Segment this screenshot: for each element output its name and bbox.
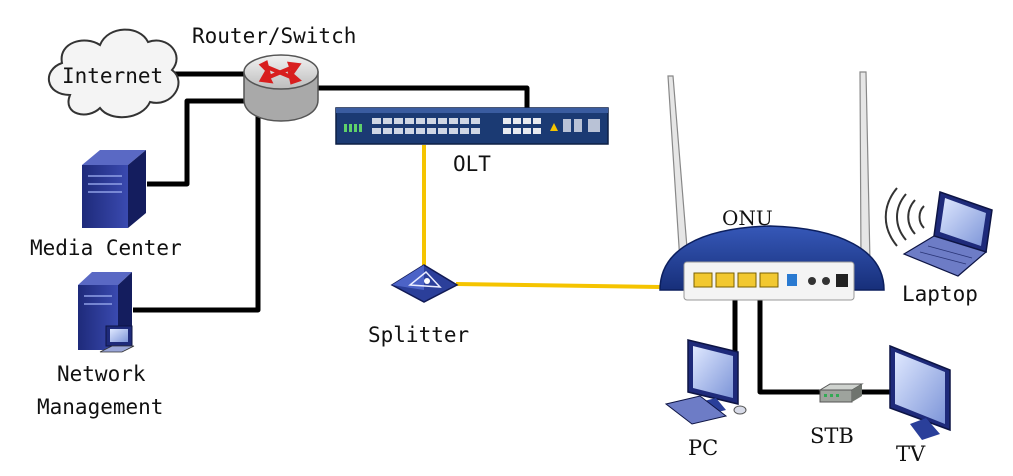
fiber-splitter-onu xyxy=(455,282,661,289)
pc-icon xyxy=(664,339,747,425)
cloud-icon xyxy=(47,28,180,119)
onu-label: ONU xyxy=(722,206,773,230)
cable-media-router xyxy=(147,98,250,187)
pc-label: PC xyxy=(688,436,719,460)
wifi-icon xyxy=(884,187,925,247)
media-center-label: Media Center xyxy=(30,236,182,260)
fiber-cables xyxy=(422,145,661,289)
onu-icon xyxy=(659,71,885,301)
workstation-icon xyxy=(78,272,135,353)
server-icon xyxy=(82,150,146,228)
internet-label: Internet xyxy=(62,64,164,88)
laptop-label: Laptop xyxy=(902,282,978,306)
splitter-label: Splitter xyxy=(368,323,470,347)
router-label: Router/Switch xyxy=(192,24,357,48)
cable-netmgmt-router xyxy=(133,114,261,313)
tv-icon xyxy=(889,344,951,440)
cable-router-olt xyxy=(305,85,530,112)
ethernet-cables xyxy=(133,71,892,395)
stb-label: STB xyxy=(810,424,854,448)
network-management-label-line2: Management xyxy=(37,395,164,419)
tv-label: TV xyxy=(896,442,926,466)
stb-icon xyxy=(818,383,864,403)
splitter-icon xyxy=(390,264,459,303)
network-management-label-line1: Network xyxy=(57,362,146,386)
router-icon xyxy=(243,54,319,122)
olt-icon xyxy=(335,107,609,145)
laptop-icon xyxy=(902,190,993,277)
cable-onu-stb xyxy=(757,278,820,395)
olt-label: OLT xyxy=(453,152,491,176)
